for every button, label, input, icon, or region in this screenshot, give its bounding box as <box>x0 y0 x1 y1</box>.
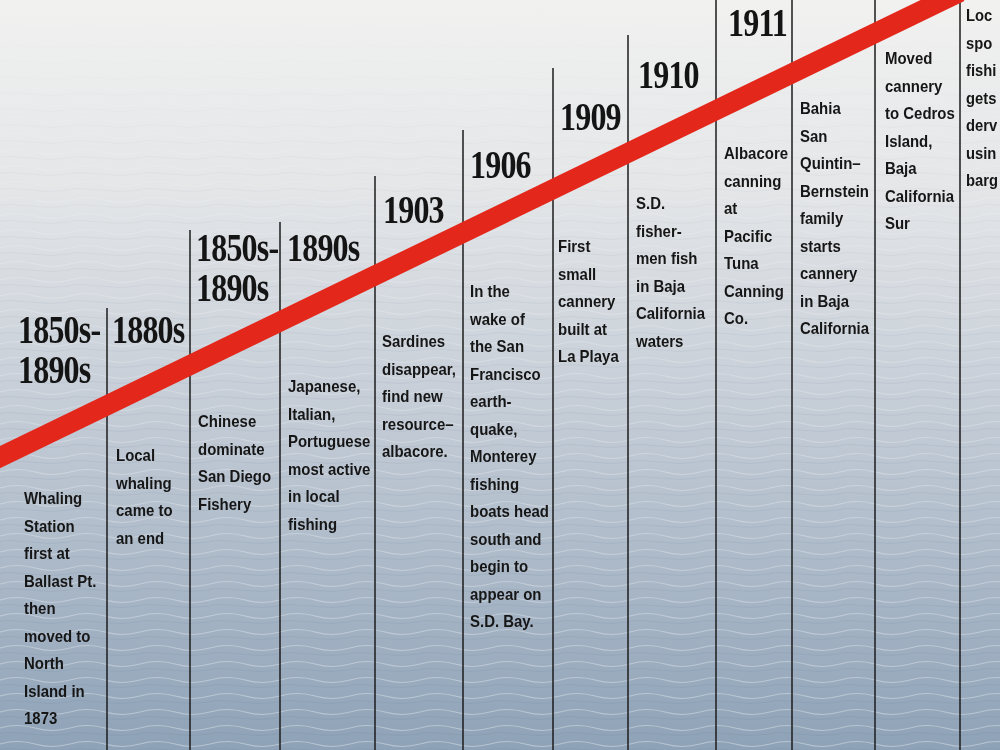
column-divider <box>189 230 191 750</box>
event-text: Local whaling came to an end <box>116 442 186 552</box>
year-heading: 1911 <box>728 3 794 43</box>
column-divider <box>552 68 554 750</box>
year-heading: 1890s <box>287 228 373 268</box>
column-divider <box>279 222 281 750</box>
event-text: In the wake of the San Francisco earth- … <box>470 278 550 636</box>
event-text: S.D. fisher- men fish in Baja California… <box>636 190 713 355</box>
year-heading: 1850s- 1890s <box>196 228 282 308</box>
event-text: Sardines disappear, find new resource– a… <box>382 328 460 466</box>
year-heading: 1903 <box>383 190 461 230</box>
column-divider <box>874 0 876 750</box>
event-text: Chinese dominate San Diego Fishery <box>198 408 277 518</box>
column-dividers <box>107 0 960 750</box>
event-text: First small cannery built at La Playa <box>558 233 625 371</box>
year-heading: 1880s <box>112 310 188 350</box>
column-divider <box>374 176 376 750</box>
column-divider <box>959 0 961 750</box>
year-heading: 1906 <box>470 145 548 185</box>
column-divider <box>791 0 793 750</box>
event-text: Loc spo fishi gets derv usin barg <box>966 2 998 195</box>
year-heading: 1909 <box>560 97 626 137</box>
year-heading: 1850s- 1890s <box>18 310 106 390</box>
event-text: Whaling Station first at Ballast Pt. the… <box>24 485 104 733</box>
event-text: Bahia San Quintin– Bernstein family star… <box>800 95 872 343</box>
column-divider <box>106 308 108 750</box>
event-text: Japanese, Italian, Portuguese most activ… <box>288 373 372 538</box>
event-text: Albacore canning at Pacific Tuna Canning… <box>724 140 789 333</box>
event-text: Moved cannery to Cedros Island, Baja Cal… <box>885 45 957 238</box>
year-heading: 1910 <box>638 55 712 95</box>
